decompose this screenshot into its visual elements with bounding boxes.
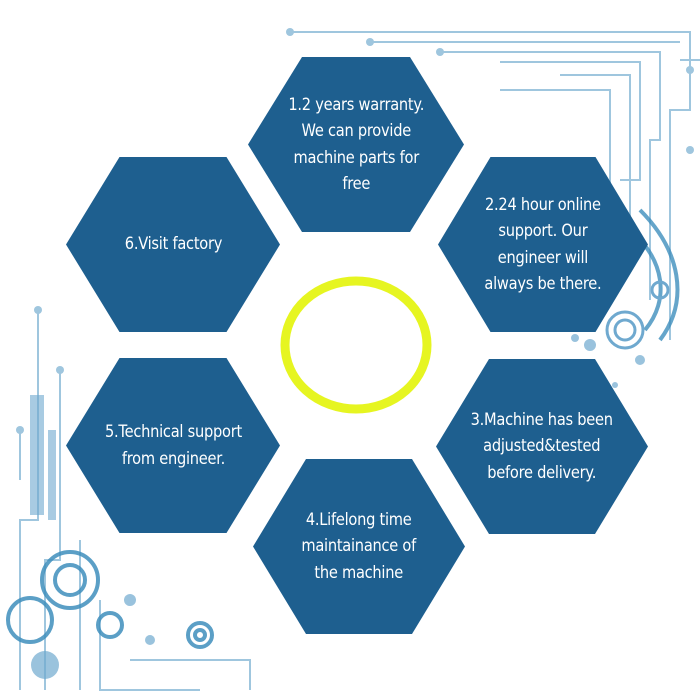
hexagon-technical-support-text: 5.Technical support from engineer. <box>104 422 242 469</box>
hexagon-warranty-text: 1.2 years warranty. We can provide machi… <box>288 94 424 194</box>
hexagon-online-support-text: 2.24 hour online support. Our engineer w… <box>484 194 602 294</box>
hexagon-online-support: 2.24 hour online support. Our engineer w… <box>438 157 648 332</box>
hexagon-visit-factory-text: 6.Visit factory <box>124 234 222 255</box>
hexagon-tested-text: 3.Machine has been adjusted&tested befor… <box>470 409 614 483</box>
hexagon-maintenance-text: 4.Lifelong time maintainance of the mach… <box>301 509 417 583</box>
hexagon-maintenance: 4.Lifelong time maintainance of the mach… <box>253 459 465 634</box>
